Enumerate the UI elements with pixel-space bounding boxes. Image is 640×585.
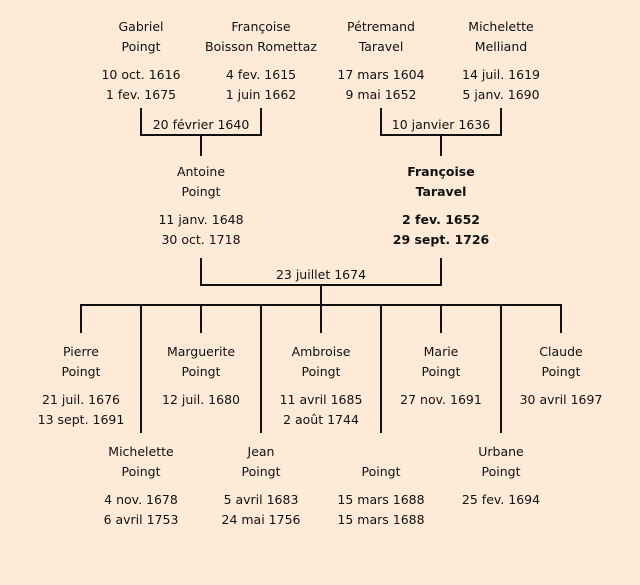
first-name: Françoise [231, 19, 291, 34]
connector-line [140, 304, 142, 433]
connector-line [500, 108, 502, 136]
death-date: 24 mai 1756 [221, 512, 301, 527]
death-date: 9 mai 1652 [345, 87, 417, 102]
connector-line [560, 304, 562, 333]
last-name: Poingt [61, 364, 101, 379]
spacer [126, 202, 276, 210]
marriage-date: 23 juillet 1674 [275, 267, 367, 282]
birth-date: 11 janv. 1648 [158, 212, 244, 227]
connector-line [500, 304, 502, 433]
child-unnamed[interactable]: Poingt 15 mars 1688 15 mars 1688 [306, 442, 456, 530]
death-date: 13 sept. 1691 [37, 412, 125, 427]
marriage-date: 20 février 1640 [152, 117, 250, 132]
death-date: 2 août 1744 [283, 412, 359, 427]
first-name: Marguerite [166, 344, 236, 359]
spacer [426, 57, 576, 65]
connector-line [200, 304, 202, 333]
last-name: Poingt [361, 464, 401, 479]
connector-line [200, 258, 202, 286]
death-date: 29 sept. 1726 [392, 232, 490, 247]
last-name: Taravel [415, 184, 467, 199]
last-name: Poingt [541, 364, 581, 379]
last-name: Poingt [121, 39, 161, 54]
first-name: Gabriel [118, 19, 164, 34]
birth-date: 27 nov. 1691 [400, 392, 482, 407]
spacer [486, 382, 636, 390]
last-name: Taravel [358, 39, 404, 54]
birth-date: 17 mars 1604 [337, 67, 425, 82]
death-date: 1 juin 1662 [225, 87, 297, 102]
first-name: Michelette [468, 19, 534, 34]
birth-date: 21 juil. 1676 [42, 392, 120, 407]
birth-date: 12 juil. 1680 [162, 392, 240, 407]
birth-date: 11 avril 1685 [279, 392, 363, 407]
death-date: 5 janv. 1690 [462, 87, 540, 102]
connector-line [320, 304, 322, 333]
connector-line [440, 134, 442, 156]
birth-date: 4 nov. 1678 [104, 492, 178, 507]
last-name: Poingt [301, 364, 341, 379]
death-date [426, 510, 576, 530]
birth-date: 10 oct. 1616 [101, 67, 181, 82]
last-name: Poingt [241, 464, 281, 479]
connector-line [260, 304, 262, 433]
connector-line [80, 304, 82, 333]
marriage-date: 10 janvier 1636 [391, 117, 491, 132]
birth-date: 14 juil. 1619 [462, 67, 540, 82]
birth-date: 30 avril 1697 [519, 392, 603, 407]
first-name: Françoise [407, 164, 475, 179]
connector-line [140, 108, 142, 136]
first-name: Pierre [63, 344, 99, 359]
connector-line [380, 304, 382, 433]
birth-date: 4 fev. 1615 [225, 67, 297, 82]
first-name: Marie [423, 344, 459, 359]
first-name: Ambroise [291, 344, 351, 359]
death-date: 1 fev. 1675 [105, 87, 177, 102]
connector-line [380, 108, 382, 136]
connector-line [440, 258, 442, 286]
last-name: Poingt [421, 364, 461, 379]
death-date [486, 410, 636, 430]
birth-date: 15 mars 1688 [337, 492, 425, 507]
first-name: Jean [247, 444, 275, 459]
first-name: Pétremand [347, 19, 415, 34]
spacer [426, 482, 576, 490]
death-date: 6 avril 1753 [103, 512, 179, 527]
first-name: Antoine [176, 164, 226, 179]
spacer [366, 202, 516, 210]
connector-line [440, 304, 442, 333]
death-date: 30 oct. 1718 [161, 232, 241, 247]
birth-date: 5 avril 1683 [223, 492, 299, 507]
death-date: 15 mars 1688 [337, 512, 425, 527]
connector-line [260, 108, 262, 136]
last-name: Boisson Romettaz [205, 39, 317, 54]
last-name: Poingt [481, 464, 521, 479]
first-name: Claude [539, 344, 583, 359]
first-name: Michelette [108, 444, 174, 459]
last-name: Poingt [181, 364, 221, 379]
first-name: Urbane [478, 444, 524, 459]
last-name: Melliand [474, 39, 528, 54]
connector-line [200, 134, 202, 156]
last-name: Poingt [181, 184, 221, 199]
connector-line [320, 284, 322, 306]
last-name: Poingt [121, 464, 161, 479]
birth-date: 2 fev. 1652 [402, 212, 480, 227]
birth-date: 25 fev. 1694 [461, 492, 541, 507]
